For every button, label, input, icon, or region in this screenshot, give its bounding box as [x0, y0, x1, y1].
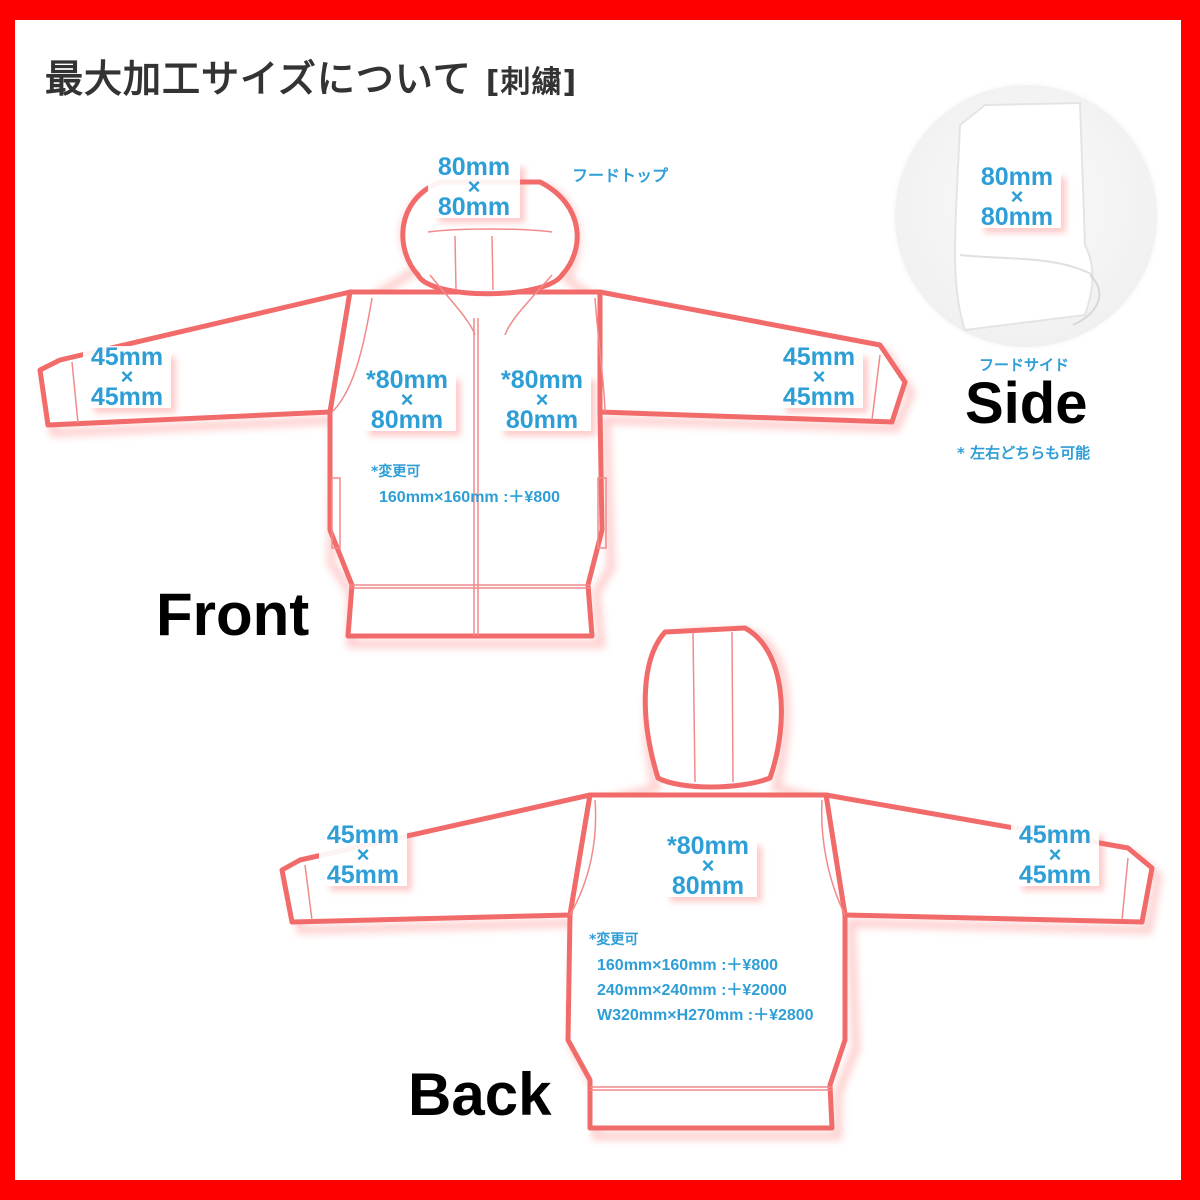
title-tag: [刺繍] [485, 65, 578, 100]
diagram-frame: 最大加工サイズについて [刺繍] [15, 20, 1181, 1180]
back-right-sleeve-size: 45mm × 45mm [1011, 823, 1099, 888]
page-title: 最大加工サイズについて [刺繍] [45, 48, 577, 103]
back-size-change-note: *変更可 160mm×160mm :＋¥800 240mm×240mm :＋¥2… [589, 932, 814, 1024]
front-view-label: Front [156, 581, 310, 648]
side-footnote: * 左右どちらも可能 [957, 444, 1091, 462]
back-view-label: Back [408, 1061, 552, 1128]
front-hood-top-caption: フードトップ [572, 166, 669, 185]
back-left-sleeve-size: 45mm × 45mm [319, 823, 407, 888]
front-left-sleeve-size: 45mm × 45mm [83, 345, 171, 410]
side-caption: フードサイド [979, 356, 1070, 374]
back-center-size: *80mm × 80mm [659, 834, 757, 899]
side-view-label: Side [965, 371, 1088, 436]
front-left-chest-size: *80mm × 80mm [358, 368, 456, 433]
side-hood-size: 80mm × 80mm [973, 165, 1061, 230]
front-right-chest-size: *80mm × 80mm [493, 368, 591, 433]
front-size-change-note: *変更可 160mm×160mm :＋¥800 [371, 464, 561, 506]
front-hood-top-size: 80mm × 80mm [428, 155, 520, 220]
front-right-sleeve-size: 45mm × 45mm [775, 345, 863, 410]
title-main: 最大加工サイズについて [45, 57, 472, 101]
